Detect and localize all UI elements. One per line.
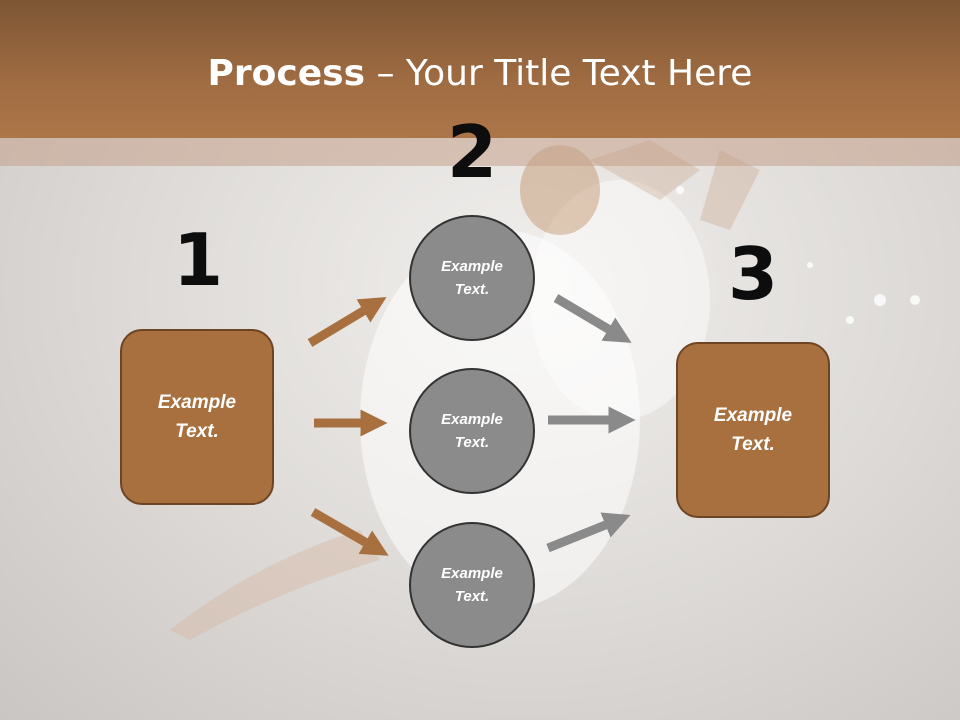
- circle-top[interactable]: Example Text.: [409, 215, 535, 341]
- left-box-label: Example Text.: [157, 392, 237, 442]
- slide-title[interactable]: Process – Your Title Text Here: [0, 52, 960, 96]
- title-band: [0, 0, 960, 138]
- circle-middle[interactable]: Example Text.: [409, 368, 535, 494]
- circle-top-label: Example Text.: [441, 258, 503, 298]
- circle-bottom[interactable]: Example Text.: [409, 522, 535, 648]
- right-process-box[interactable]: Example Text.: [676, 342, 830, 518]
- step-number-2: 2: [446, 110, 498, 194]
- circle-middle-label: Example Text.: [441, 411, 503, 451]
- arrow-bottom-to-right: [546, 512, 631, 553]
- title-strip: [0, 138, 960, 166]
- right-box-label: Example Text.: [713, 405, 793, 455]
- step-number-3: 3: [727, 232, 779, 316]
- circle-bottom-label: Example Text.: [441, 565, 503, 605]
- arrow-left-to-top: [307, 297, 387, 347]
- arrow-top-to-right: [553, 294, 632, 343]
- step-number-1: 1: [172, 218, 224, 302]
- arrow-left-to-bottom: [310, 508, 389, 556]
- title-bold: Process: [207, 53, 366, 94]
- left-process-box[interactable]: Example Text.: [120, 329, 274, 505]
- title-rest: – Your Title Text Here: [365, 53, 753, 94]
